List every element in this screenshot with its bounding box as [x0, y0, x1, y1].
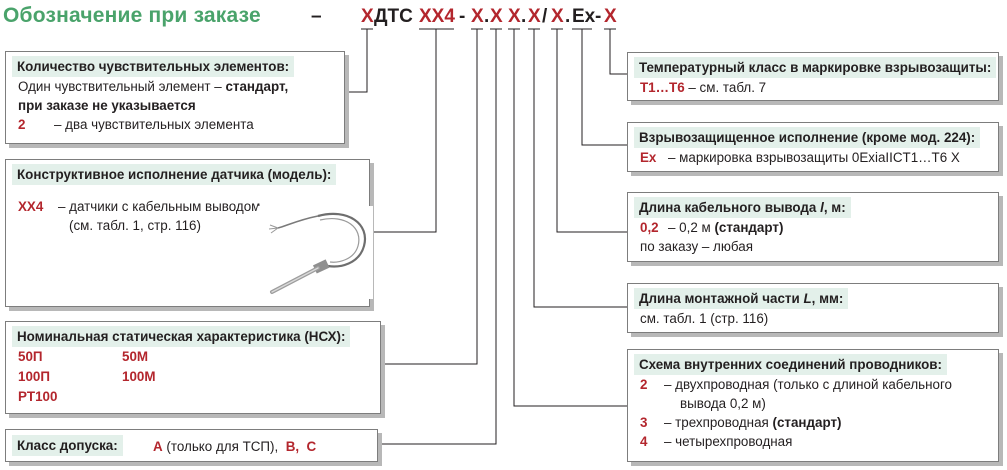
code-len-mount: Х — [508, 6, 521, 27]
nsh-100p: 100П — [18, 369, 50, 384]
mount-length-title: Длина монтажной части L, мм: — [634, 288, 849, 309]
code-temp: Х — [604, 6, 617, 27]
code-model: ХХ4 — [419, 6, 455, 27]
tolerance-values: А (только для ТСП), В, С — [153, 439, 317, 454]
code-dot2: . — [521, 6, 527, 27]
scheme-option-4: 4– четырехпроводная — [640, 434, 793, 449]
nsh-100m: 100М — [122, 369, 156, 384]
cable-length-box: Длина кабельного вывода l, м: 0,2– 0,2 м… — [627, 192, 999, 262]
sensor-image — [258, 206, 373, 299]
nsh-50m: 50М — [122, 349, 149, 364]
cable-length-title: Длина кабельного вывода l, м: — [634, 197, 851, 218]
model-title: Конструктивное исполнение датчика (модел… — [12, 164, 337, 185]
model-reference: (см. табл. 1, стр. 116) — [69, 218, 201, 233]
sensors-count-standard: Один чувствительный элемент – стандарт, — [18, 79, 289, 94]
code-dot1: . — [484, 6, 490, 27]
nsh-row-1: 50П 50М — [6, 347, 380, 367]
cable-length-custom: по заказу – любая — [640, 239, 753, 254]
mount-length-reference: см. табл. 1 (стр. 116) — [640, 311, 769, 326]
sensors-count-title: Количество чувствительных элементов: — [12, 56, 295, 77]
code-dts: ДТС — [374, 6, 413, 27]
nsh-row-3: PT100 — [6, 387, 380, 407]
title-dash: – — [311, 6, 322, 27]
scheme-option-2-cont: вывода 0,2 м) — [680, 396, 766, 411]
mount-length-box: Длина монтажной части L, мм: см. табл. 1… — [627, 283, 999, 333]
nsh-box: Номинальная статическая характеристика (… — [5, 321, 381, 414]
sensors-count-box: Количество чувствительных элементов: Оди… — [5, 51, 345, 144]
page-title: Обозначение при заказе — [3, 4, 261, 27]
temp-class-box: Температурный класс в маркировке взрывоз… — [627, 52, 999, 101]
cable-length-standard: 0,2– 0,2 м (стандарт) — [640, 220, 784, 235]
temp-class-option: Т1…Т6 – см. табл. 7 — [640, 80, 767, 95]
code-dot3: . — [565, 6, 571, 27]
temp-class-title: Температурный класс в маркировке взрывоз… — [634, 57, 997, 78]
code-ex: Ex — [572, 6, 596, 27]
code-len-cable: Х — [551, 6, 564, 27]
ex-title: Взрывозащищенное исполнение (кроме мод. … — [634, 127, 981, 148]
nsh-50p: 50П — [18, 349, 43, 364]
code-nsh: Х — [471, 6, 484, 27]
code-scheme: Х — [528, 6, 541, 27]
nsh-row-2: 100П 100М — [6, 367, 380, 387]
code-slash: / — [542, 6, 548, 27]
code-dash2: - — [595, 6, 602, 27]
sensors-count-note: при заказе не указывается — [18, 98, 196, 113]
scheme-box: Схема внутренних соединений проводников:… — [627, 349, 999, 462]
nsh-title: Номинальная статическая характеристика (… — [12, 326, 351, 347]
nsh-pt100: PT100 — [18, 389, 58, 404]
ex-option: Ex– маркировка взрывозащиты 0ExiaIICT1…T… — [640, 150, 960, 165]
code-class: Х — [490, 6, 503, 27]
scheme-option-3: 3– трехпроводная (стандарт) — [640, 415, 842, 430]
code-prefix-x: Х — [361, 6, 374, 27]
tolerance-title: Класс допуска: — [12, 435, 123, 456]
sensors-count-option-2: 2– два чувствительных элемента — [18, 117, 254, 132]
code-dash1: - — [459, 6, 466, 27]
scheme-option-2: 2– двухпроводная (только с длиной кабель… — [640, 377, 952, 392]
scheme-title: Схема внутренних соединений проводников: — [634, 354, 947, 375]
model-option: ХХ4– датчики с кабельным выводом — [18, 199, 261, 214]
tolerance-box: Класс допуска: А (только для ТСП), В, С — [5, 429, 378, 462]
ex-box: Взрывозащищенное исполнение (кроме мод. … — [627, 122, 999, 172]
